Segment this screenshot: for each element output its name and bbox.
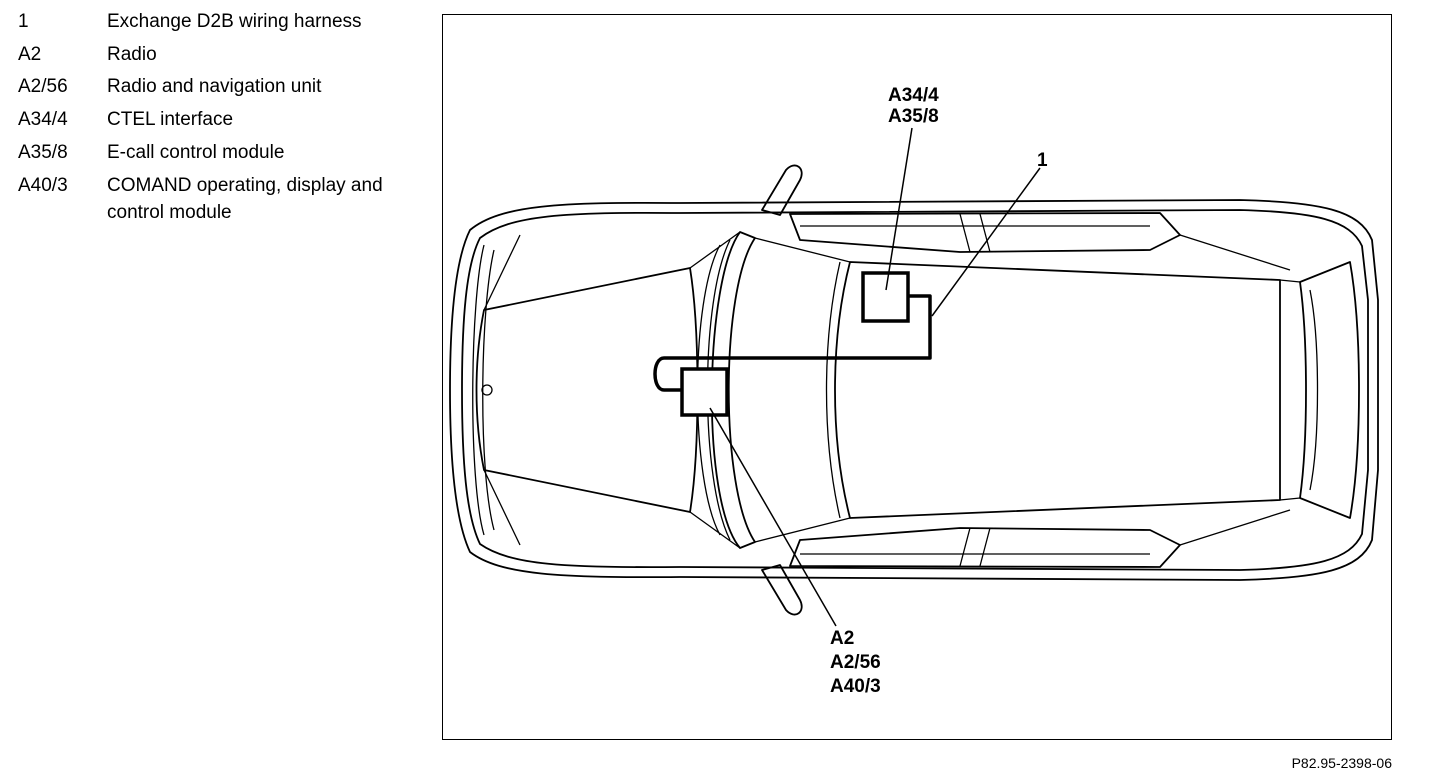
legend-item: A40/3 COMAND operating, display and cont… (18, 172, 438, 226)
front-module-box (680, 367, 729, 417)
rear-module-box (861, 271, 910, 323)
callout-front-2: A2/56 (830, 652, 881, 673)
legend-item: A2/56 Radio and navigation unit (18, 73, 438, 100)
callout-rear-2: A35/8 (888, 106, 939, 127)
legend-code: A35/8 (18, 142, 68, 163)
wiring-harness (653, 316, 932, 392)
diagram-frame (442, 14, 1392, 740)
legend-item: 1 Exchange D2B wiring harness (18, 8, 438, 35)
figure-reference: P82.95-2398-06 (1291, 755, 1392, 771)
rear-module-leader (885, 127, 913, 291)
callout-front-1: A2 (830, 628, 854, 649)
legend-description: Exchange D2B wiring harness (107, 11, 362, 32)
callout-rear-1: A34/4 (888, 85, 939, 106)
legend: 1 Exchange D2B wiring harness A2 Radio A… (18, 8, 438, 232)
legend-description: E-call control module (107, 142, 285, 163)
legend-item: A2 Radio (18, 41, 438, 68)
legend-description: Radio and navigation unit (107, 76, 322, 97)
legend-code: A34/4 (18, 109, 68, 130)
legend-code: A2 (18, 44, 42, 65)
legend-item: A35/8 E-call control module (18, 139, 438, 166)
callout-front-3: A40/3 (830, 676, 881, 697)
front-module-leader (709, 407, 837, 627)
legend-description: COMAND operating, display and control mo… (107, 175, 383, 223)
harness-leader (931, 167, 1041, 317)
legend-description: Radio (107, 44, 157, 65)
legend-code: 1 (18, 11, 29, 32)
legend-code: A40/3 (18, 175, 68, 196)
legend-description: CTEL interface (107, 109, 234, 130)
wiring-harness-tail (908, 294, 932, 316)
legend-code: A2/56 (18, 76, 68, 97)
car-outline (449, 164, 1379, 616)
callout-harness: 1 (1037, 150, 1048, 171)
legend-item: A34/4 CTEL interface (18, 106, 438, 133)
